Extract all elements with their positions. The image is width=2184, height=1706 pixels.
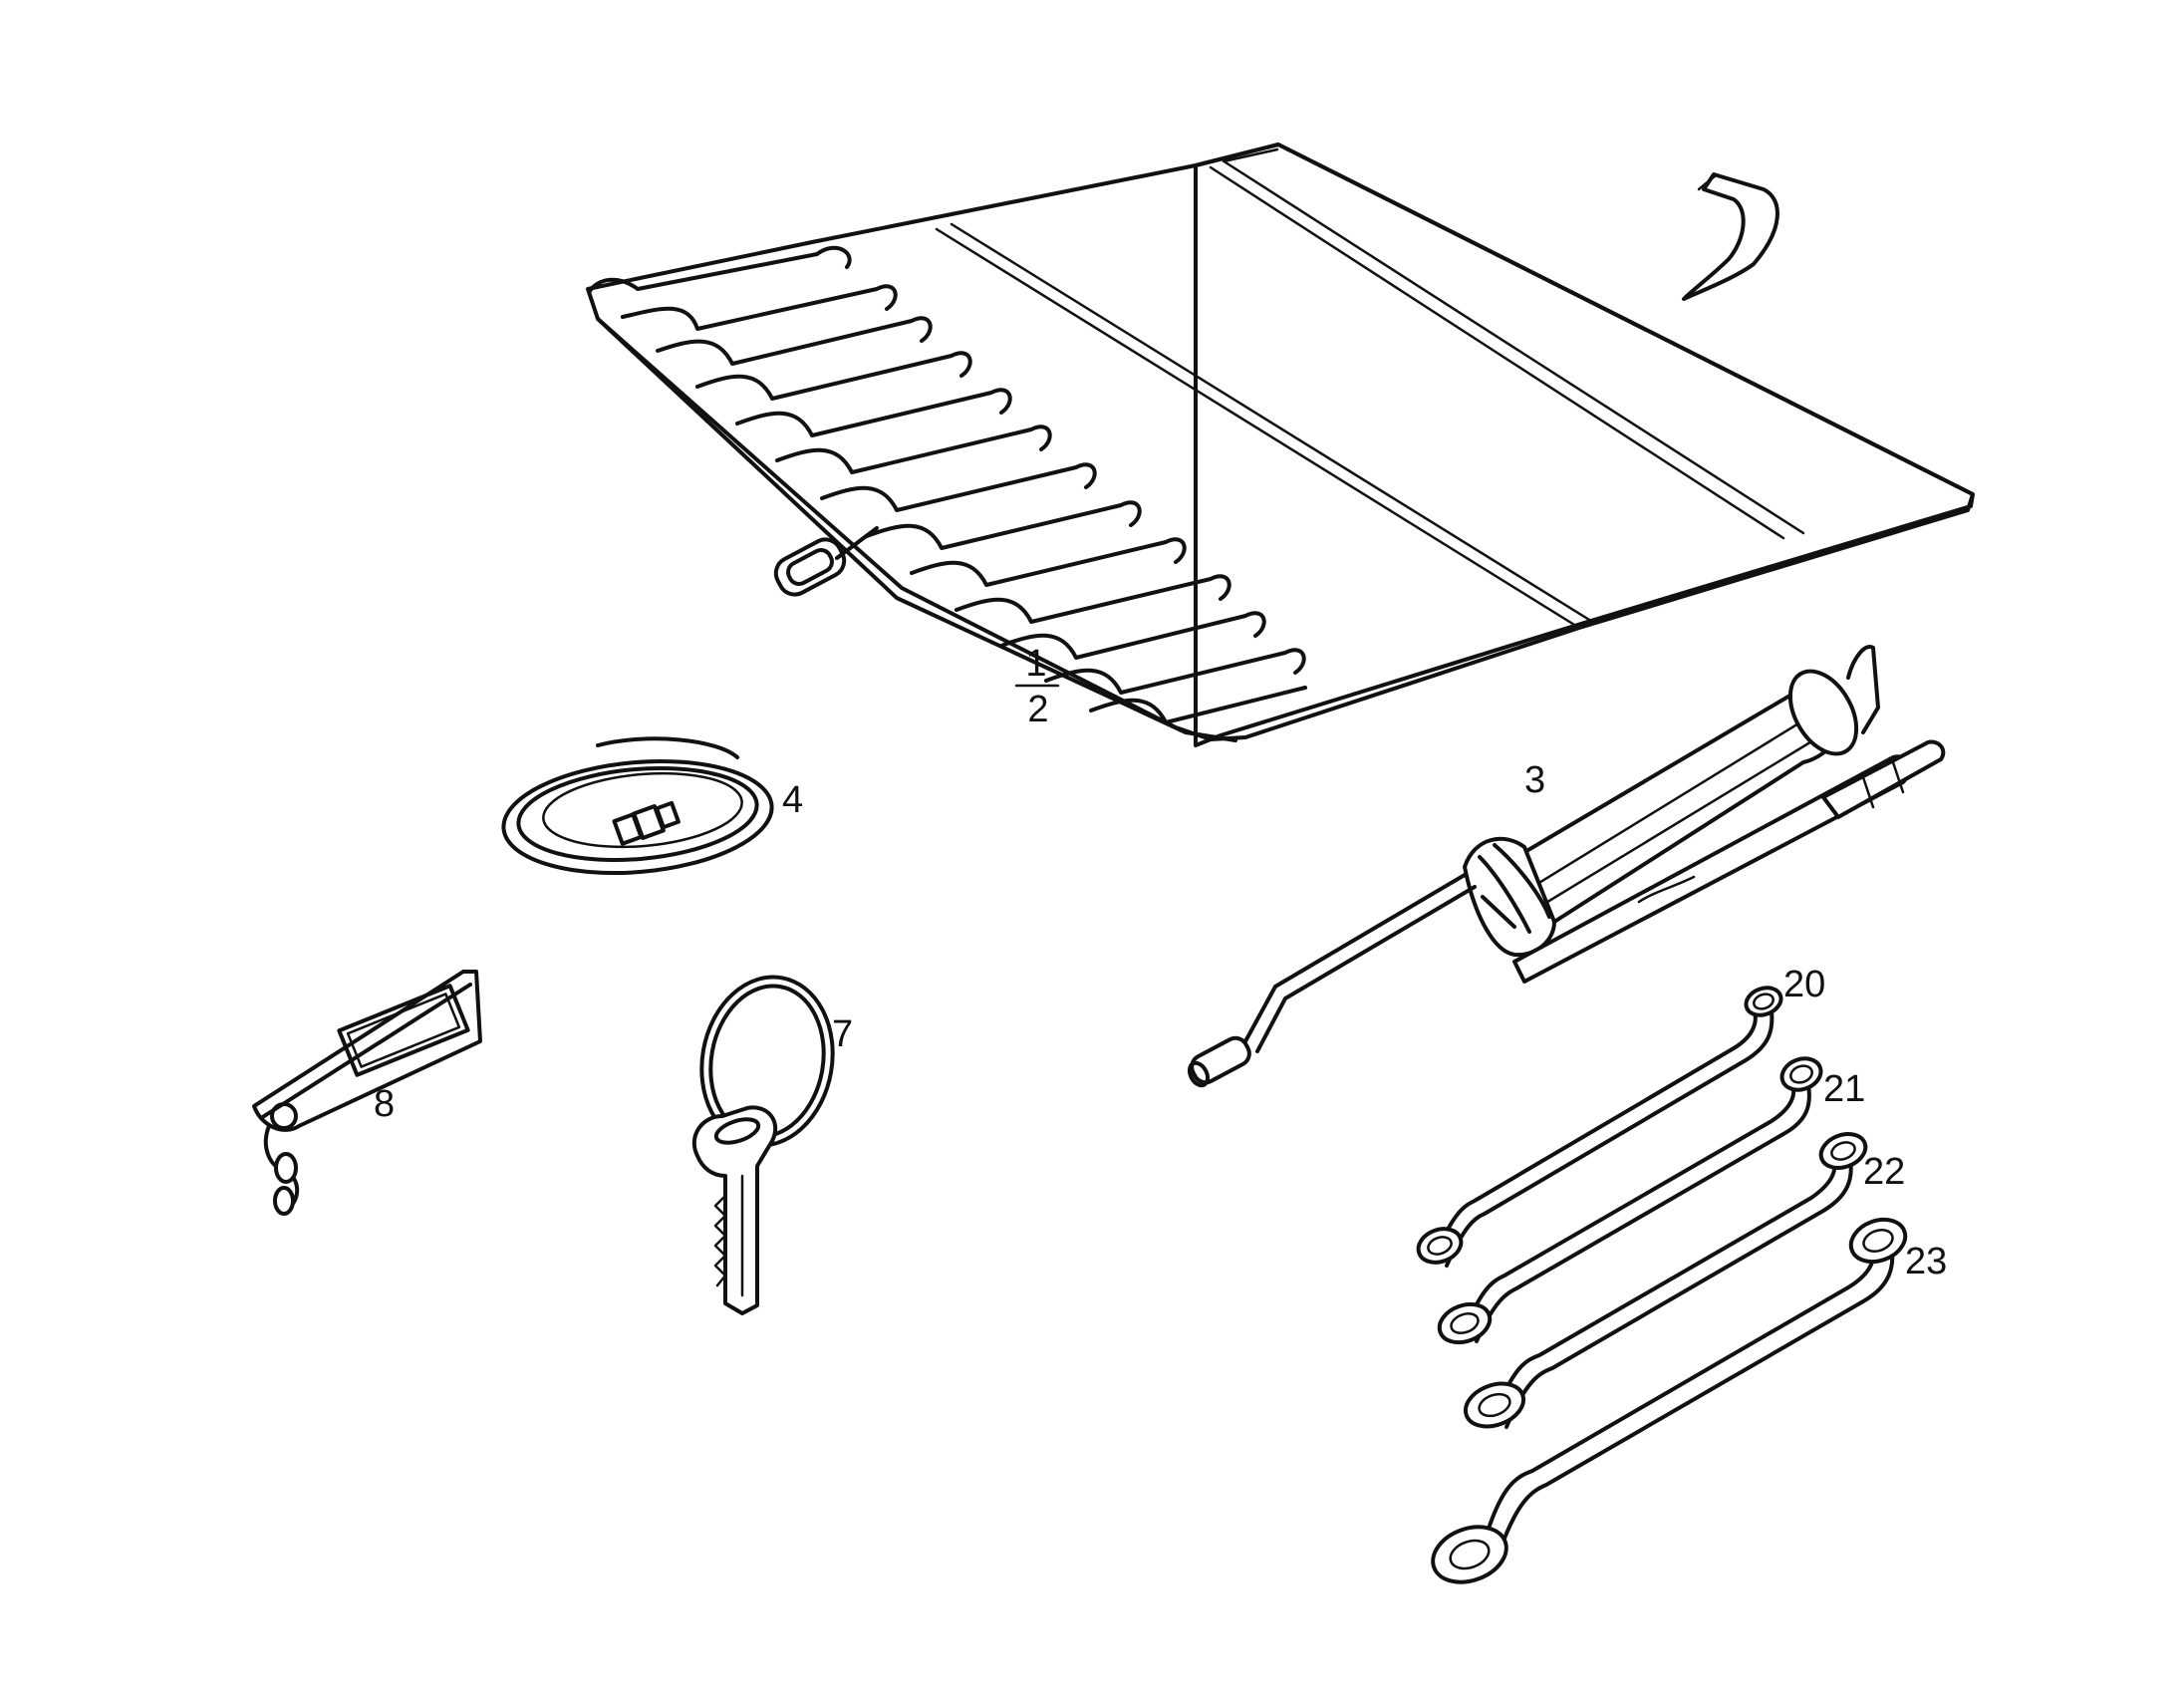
callout-1: 1 [1025,643,1046,685]
tool-roll: 1 2 [586,142,1975,747]
callout-8: 8 [374,1083,395,1125]
grease-gun-nozzle [1187,1035,1251,1088]
callout-23: 23 [1905,1241,1947,1282]
hose-fitting [612,800,681,846]
callout-20: 20 [1783,964,1825,1005]
callout-7: 7 [832,1013,853,1055]
grease-gun: 3 [1187,645,1946,1088]
ring-spanner-23: 23 [1431,1217,1947,1584]
tool-roll-strap [1682,172,1779,301]
ring-spanner-22: 22 [1463,1132,1905,1429]
key-ring: 7 [691,975,853,1315]
key-tag: 8 [252,970,482,1216]
callout-1-2: 1 2 [1014,643,1060,730]
tool-roll-pockets [588,245,1307,724]
callout-3: 3 [1524,759,1545,801]
callout-22: 22 [1863,1151,1905,1193]
callout-2: 2 [1027,689,1048,730]
tool-roll-buckle [773,526,879,597]
callout-21: 21 [1823,1068,1865,1110]
ring-spanner-21: 21 [1437,1056,1865,1345]
hose: 4 [501,736,803,876]
callout-4: 4 [782,779,803,821]
key [691,1105,778,1315]
ring-spanner-20: 20 [1416,964,1825,1268]
